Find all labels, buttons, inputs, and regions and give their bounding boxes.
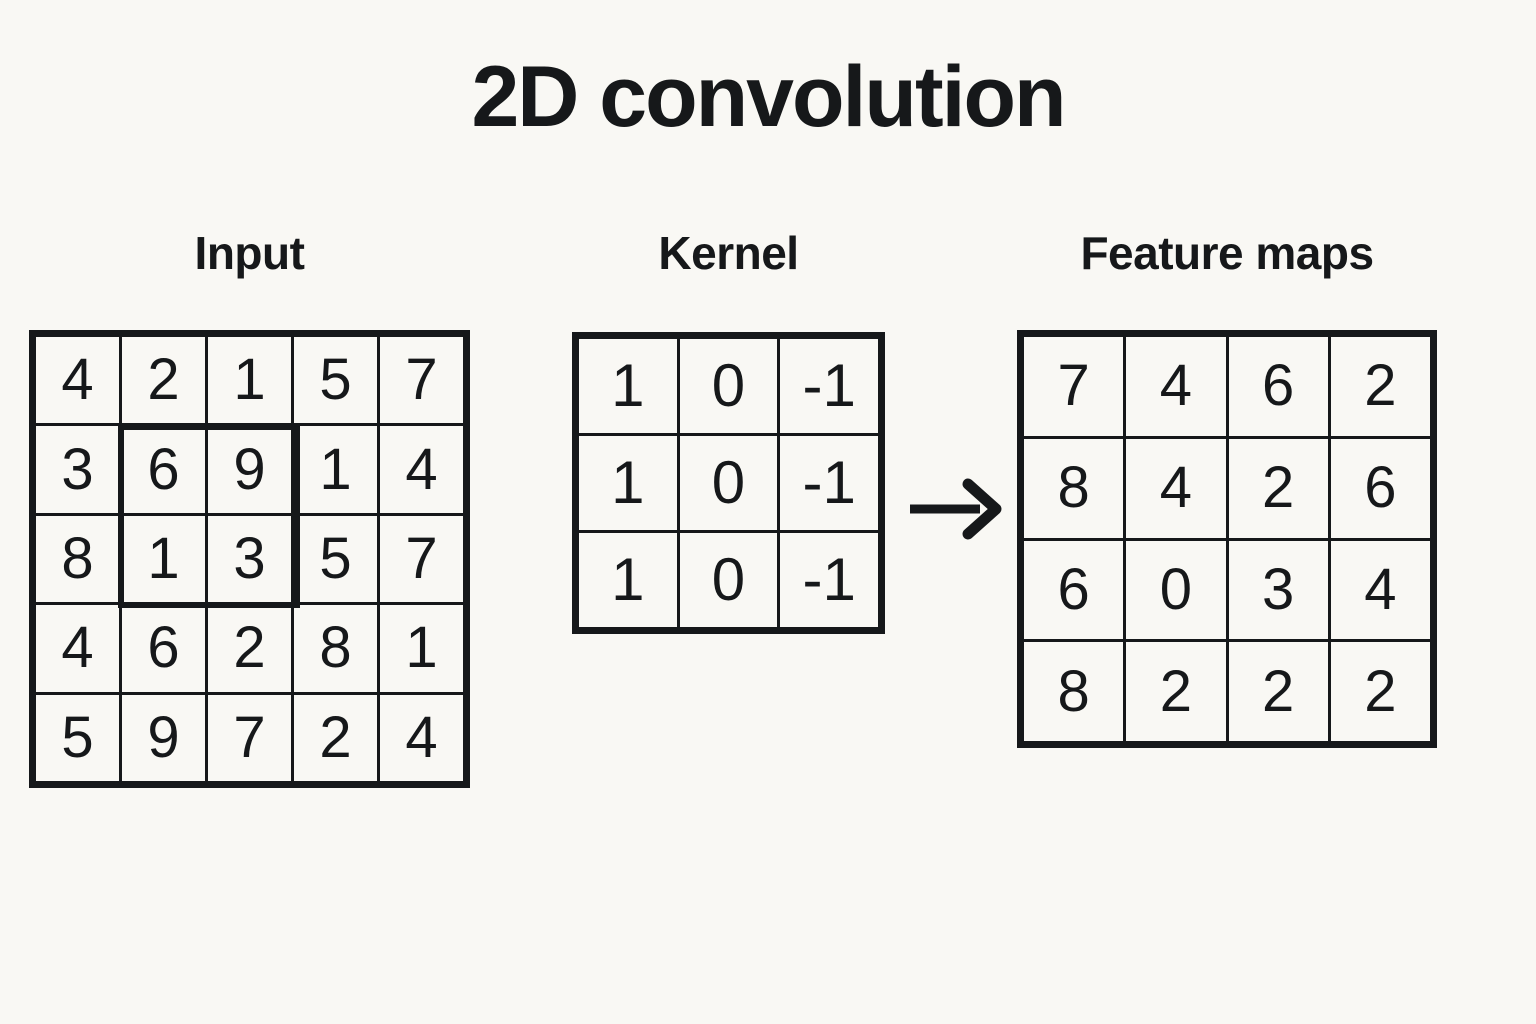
- input-cell-r5c3: 7: [208, 694, 291, 781]
- input-cell-r1c1: 4: [36, 337, 119, 424]
- feature-map-cell-r2c4: 6: [1330, 438, 1430, 538]
- feature-map-cell-r1c1: 7: [1024, 337, 1124, 436]
- feature-map-cell-r1c3: 6: [1228, 337, 1328, 436]
- input-cell-r1c5: 7: [380, 337, 463, 424]
- feature-map-cell-r2c1: 8: [1024, 438, 1124, 538]
- input-cell-r4c1: 4: [36, 605, 119, 692]
- input-cell-r4c4: 8: [294, 605, 377, 692]
- feature-map-cell-r3c1: 6: [1024, 540, 1124, 640]
- page-title: 2D convolution: [471, 49, 1066, 145]
- feature-map-cell-r3c4: 4: [1330, 540, 1430, 640]
- input-cell-r3c3: 3: [208, 515, 291, 603]
- feature-map-cell-r1c4: 2: [1330, 337, 1430, 436]
- input-cell-r2c1: 3: [36, 426, 119, 513]
- right-arrow-icon: [910, 478, 1002, 540]
- kernel-cell-r1c3: -1: [780, 339, 878, 433]
- input-cell-r5c5: 4: [380, 694, 463, 781]
- input-cell-r2c2: 6: [122, 426, 205, 513]
- input-cell-r5c4: 2: [294, 694, 377, 781]
- kernel-label: Kernel: [658, 227, 799, 279]
- kernel-cell-r2c2: 0: [679, 436, 778, 530]
- input-cell-r3c5: 7: [380, 515, 463, 603]
- input-cell-r3c2: 1: [122, 515, 205, 603]
- kernel-cell-r2c1: 1: [579, 436, 677, 530]
- feature-map-cell-r2c3: 2: [1228, 438, 1328, 538]
- feature-map-cell-r4c2: 2: [1126, 642, 1226, 741]
- kernel-cell-r3c2: 0: [679, 533, 778, 627]
- input-cell-r1c4: 5: [294, 337, 377, 424]
- input-cell-r3c4: 5: [294, 515, 377, 603]
- feature-map-cell-r4c4: 2: [1330, 642, 1430, 741]
- feature-map-cell-r4c3: 2: [1228, 642, 1328, 741]
- feature-maps-label: Feature maps: [1080, 227, 1374, 279]
- input-cell-r2c4: 1: [294, 426, 377, 513]
- input-cell-r3c1: 8: [36, 515, 119, 603]
- kernel-cell-r1c2: 0: [679, 339, 778, 433]
- input-cell-r5c2: 9: [122, 694, 205, 781]
- input-cell-r1c2: 2: [122, 337, 205, 424]
- input-cell-r4c3: 2: [208, 605, 291, 692]
- kernel-cell-r3c3: -1: [780, 533, 878, 627]
- feature-map-cell-r4c1: 8: [1024, 642, 1124, 741]
- input-cell-r2c5: 4: [380, 426, 463, 513]
- kernel-cell-r1c1: 1: [579, 339, 677, 433]
- feature-map-cell-r3c3: 3: [1228, 540, 1328, 640]
- input-cell-r1c3: 1: [208, 337, 291, 424]
- input-cell-r4c2: 6: [122, 605, 205, 692]
- feature-map-cell-r3c2: 0: [1126, 540, 1226, 640]
- input-label: Input: [194, 227, 305, 279]
- input-cell-r5c1: 5: [36, 694, 119, 781]
- feature-map-cell-r1c2: 4: [1126, 337, 1226, 436]
- kernel-cell-r2c3: -1: [780, 436, 878, 530]
- kernel-cell-r3c1: 1: [579, 533, 677, 627]
- input-cell-r2c3: 9: [208, 426, 291, 513]
- feature-map-cell-r2c2: 4: [1126, 438, 1226, 538]
- input-cell-r4c5: 1: [380, 605, 463, 692]
